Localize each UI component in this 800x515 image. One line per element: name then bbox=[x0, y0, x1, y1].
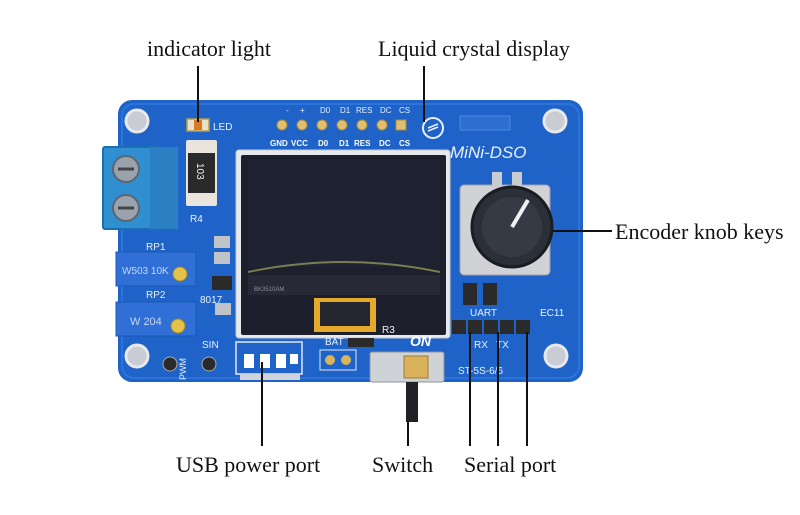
uart-header: UART EC11 RX TX ST-5S-6/6 bbox=[452, 308, 565, 377]
mounting-holes bbox=[124, 108, 569, 369]
small-components: 8017 R3 bbox=[200, 236, 395, 347]
pwm-sin-header: SIN PWM bbox=[162, 340, 219, 380]
potentiometer-rp2: RP2 W 204 bbox=[115, 290, 197, 337]
header-pin-6: CS bbox=[399, 139, 411, 148]
rx-label: RX bbox=[474, 340, 488, 351]
encoder-knob bbox=[459, 172, 554, 305]
version-label: ST-5S-6/6 bbox=[458, 366, 503, 377]
header-pin-1: VCC bbox=[291, 139, 308, 148]
sin-label: SIN bbox=[202, 340, 219, 351]
header-pin-2: D0 bbox=[318, 139, 329, 148]
screw-terminal bbox=[102, 146, 178, 230]
tx-label: TX bbox=[496, 340, 509, 351]
header-top-6: CS bbox=[399, 106, 410, 115]
rp2-code: W 204 bbox=[130, 316, 162, 328]
oled-pin-header: - + D0 D1 RES DC CS GND VCC D0 D1 RES DC… bbox=[270, 106, 411, 148]
usb-port bbox=[235, 341, 303, 380]
potentiometer-rp1: RP1 W503 10K bbox=[115, 242, 197, 287]
r4-code: 103 bbox=[194, 163, 205, 180]
rp1-code: W503 10K bbox=[122, 266, 169, 277]
battery-connector: BAT bbox=[319, 337, 357, 371]
header-pin-0: GND bbox=[270, 139, 288, 148]
resistor-r4: 103 R4 bbox=[186, 140, 217, 225]
header-top-2: D0 bbox=[320, 106, 331, 115]
svg-text:BK3510AM: BK3510AM bbox=[254, 287, 284, 293]
r3-label: R3 bbox=[382, 325, 395, 336]
bat-label: BAT bbox=[325, 337, 344, 348]
uart-label: UART bbox=[470, 308, 497, 319]
ic-label: 8017 bbox=[200, 295, 223, 306]
header-top-0: - bbox=[286, 106, 289, 115]
header-top-5: DC bbox=[380, 106, 392, 115]
header-top-3: D1 bbox=[340, 106, 351, 115]
oled-display: BK3510AM bbox=[235, 149, 451, 339]
led-silkscreen: LED bbox=[213, 122, 232, 133]
ec11-label: EC11 bbox=[540, 308, 565, 319]
rp1-label: RP1 bbox=[146, 242, 166, 253]
label-switch: Switch bbox=[372, 452, 434, 477]
brand-label: MiNi-DSO bbox=[450, 143, 527, 162]
label-indicator-light: indicator light bbox=[147, 36, 272, 61]
board-logo-icon bbox=[422, 117, 444, 139]
header-top-1: + bbox=[300, 106, 305, 115]
label-serial: Serial port bbox=[464, 452, 557, 477]
label-encoder: Encoder knob keys bbox=[615, 219, 784, 244]
indicator-led: LED bbox=[186, 118, 232, 133]
on-label: ON bbox=[410, 333, 432, 349]
header-top-4: RES bbox=[356, 106, 372, 115]
label-usb: USB power port bbox=[176, 452, 321, 477]
slide-switch: ON bbox=[369, 333, 445, 422]
pwm-label: PWM bbox=[178, 358, 188, 380]
r4-label: R4 bbox=[190, 214, 203, 225]
header-pin-5: DC bbox=[379, 139, 391, 148]
header-pin-3: D1 bbox=[339, 139, 350, 148]
rp2-label: RP2 bbox=[146, 290, 166, 301]
label-lcd: Liquid crystal display bbox=[378, 36, 570, 61]
leader-lines bbox=[197, 66, 612, 446]
header-pin-4: RES bbox=[354, 139, 371, 148]
